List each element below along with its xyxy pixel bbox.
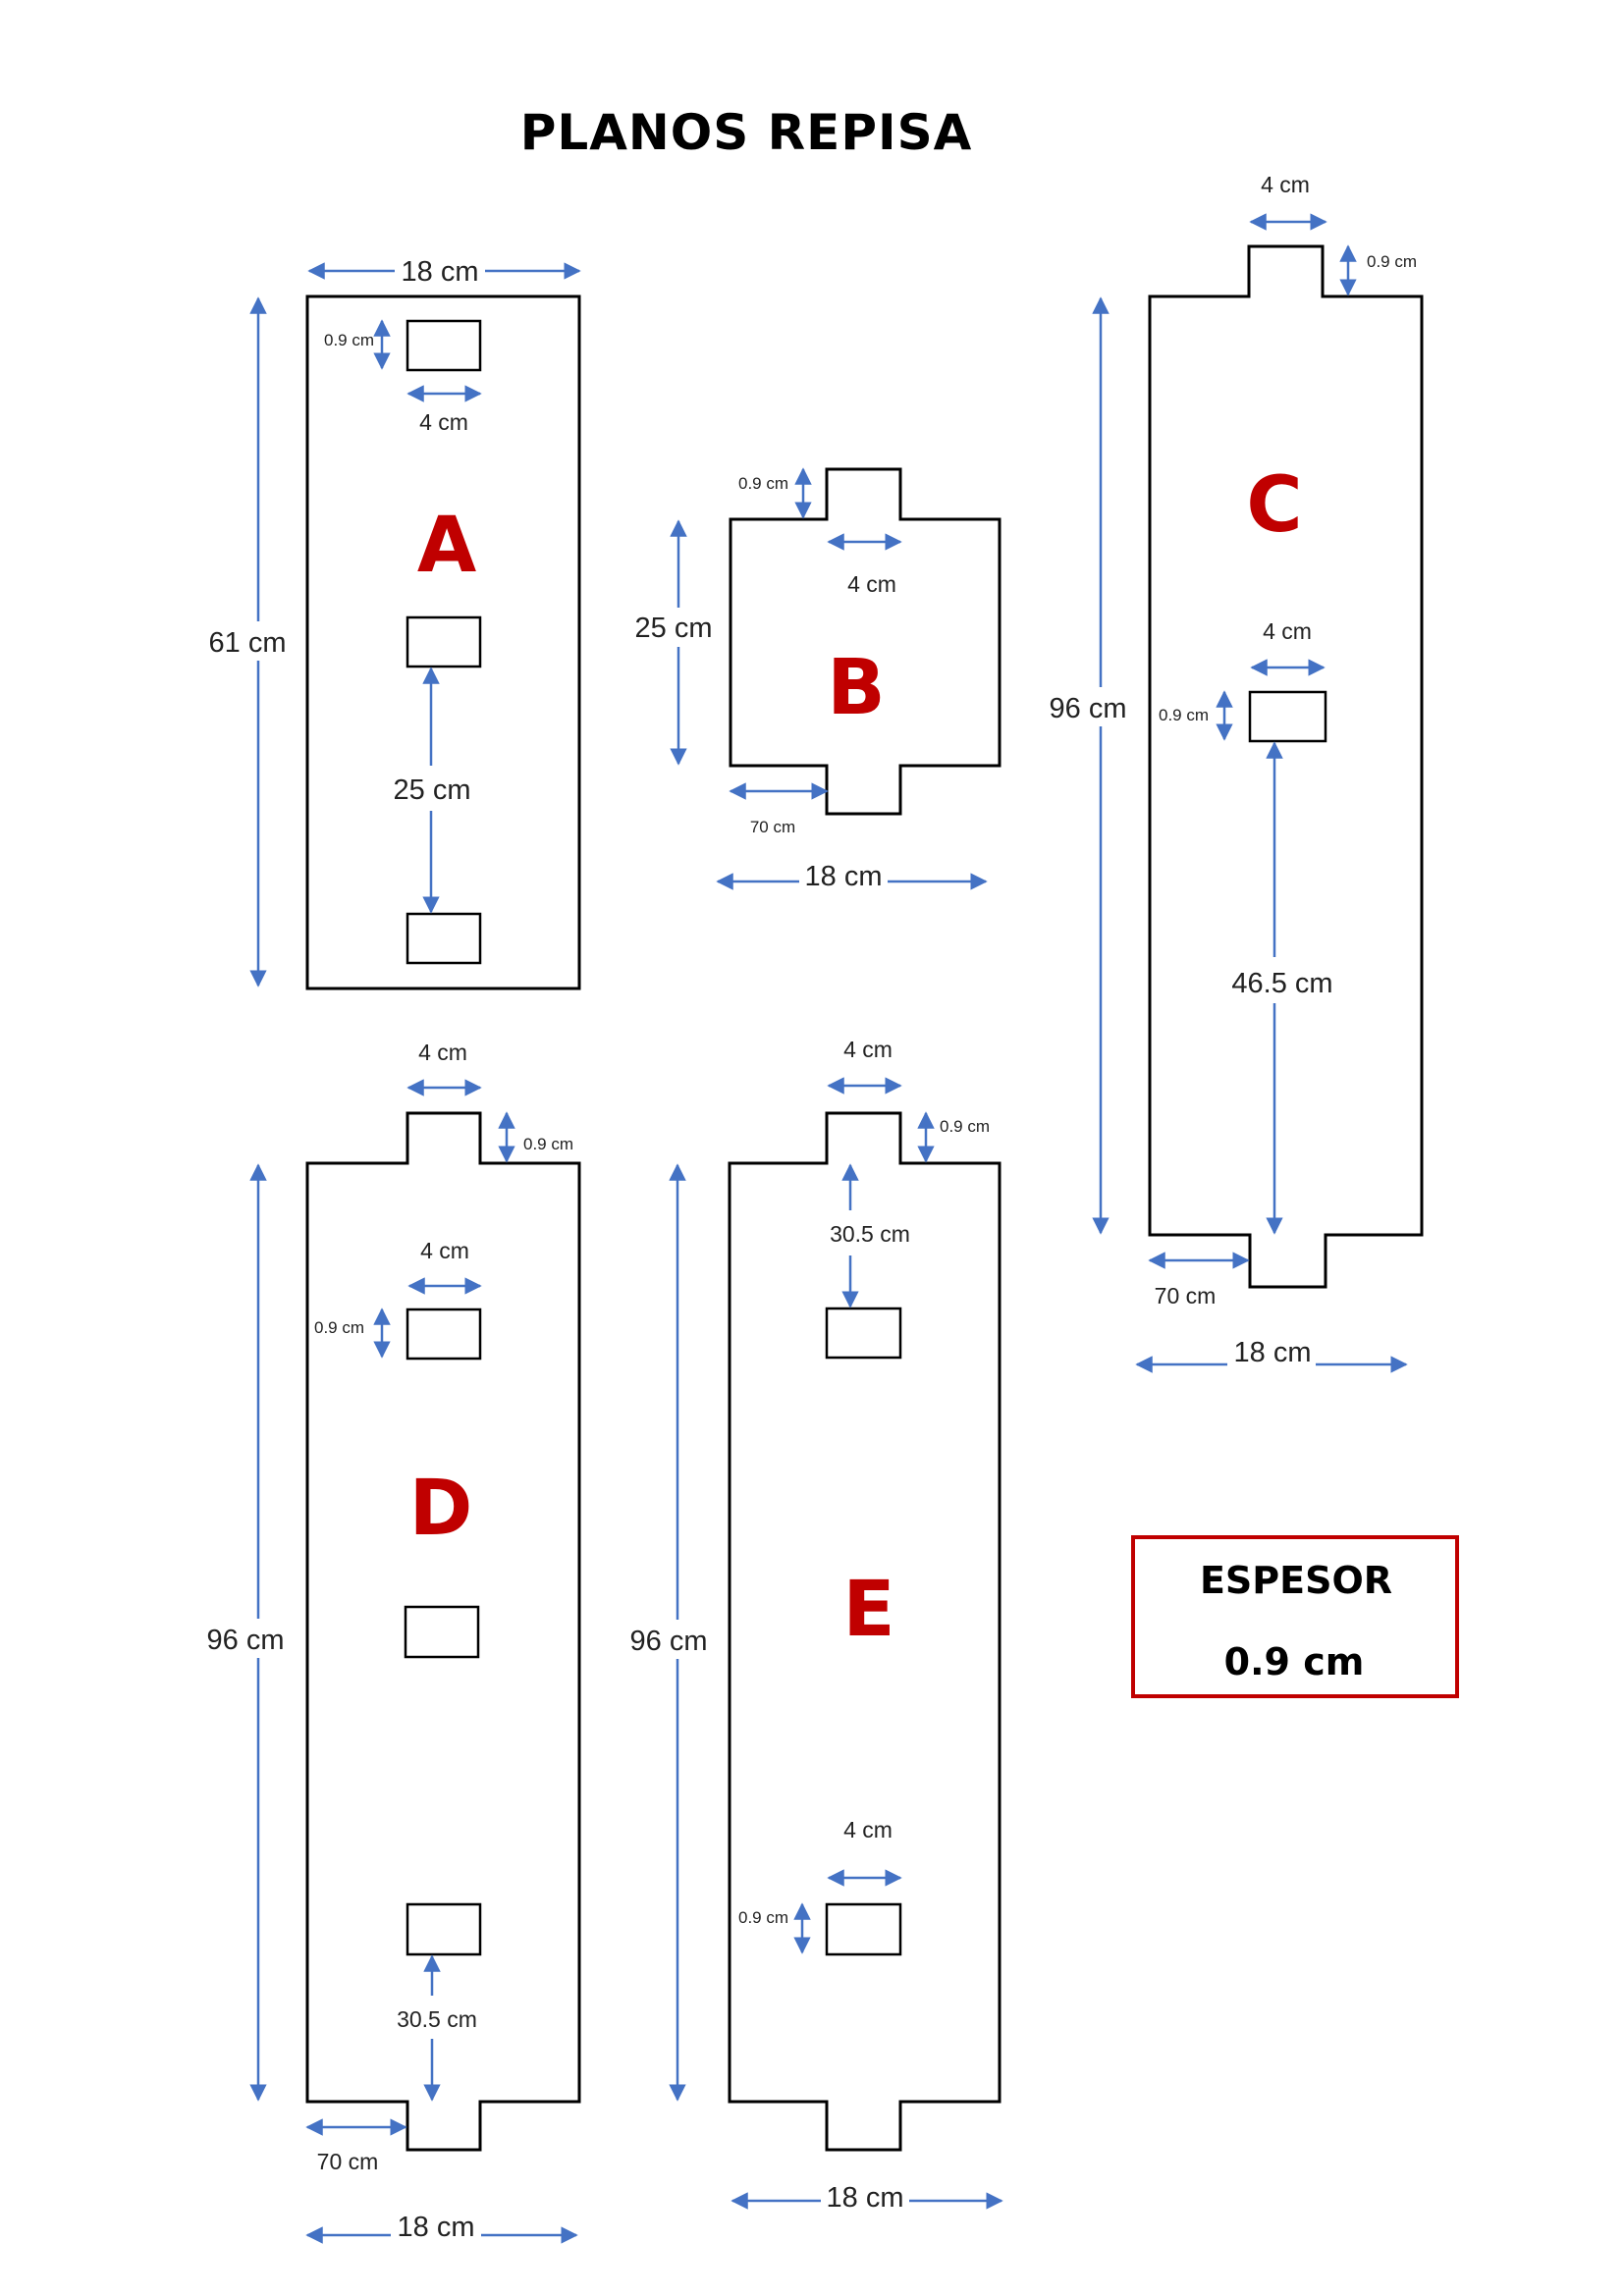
piece-d-outline xyxy=(305,1111,581,2152)
thickness-value: 0.9 cm xyxy=(1224,1640,1365,1683)
piece-a: 18 cm 61 cm 0.9 cm 4 cm 25 cm A xyxy=(200,253,581,990)
piece-c-offset-label: 70 cm xyxy=(1155,1283,1217,1308)
piece-a-slot-bottom xyxy=(406,912,482,965)
piece-b-tab-width-label: 4 cm xyxy=(847,571,896,597)
piece-d-slot-width-label: 4 cm xyxy=(420,1238,469,1263)
piece-d-spacing-label: 30.5 cm xyxy=(397,2006,477,2032)
piece-c: 4 cm 0.9 cm 96 cm C 4 cm 0.9 cm 46.5 cm … xyxy=(1037,172,1424,1373)
piece-b-tab-height-label: 0.9 cm xyxy=(738,474,788,493)
piece-b-outline xyxy=(729,467,1001,816)
piece-e-outline xyxy=(728,1111,1001,2152)
thickness-box: ESPESOR 0.9 cm xyxy=(1131,1535,1459,1698)
piece-c-outline xyxy=(1148,244,1424,1289)
piece-a-slot-height-label: 0.9 cm xyxy=(324,331,374,349)
piece-e-slot-width-label: 4 cm xyxy=(843,1817,893,1842)
piece-a-height-label: 61 cm xyxy=(209,627,287,659)
piece-d-slot-middle xyxy=(404,1605,480,1659)
piece-a-letter: A xyxy=(417,502,476,590)
piece-d-tab-height-label: 0.9 cm xyxy=(523,1135,573,1153)
piece-e-slot-bottom xyxy=(825,1902,902,1956)
piece-e: 4 cm 0.9 cm 30.5 cm 96 cm E 4 cm 0.9 cm … xyxy=(616,1037,1003,2214)
piece-b: 0.9 cm 4 cm 25 cm B 70 cm 18 cm xyxy=(628,467,1001,897)
piece-e-spacing-label: 30.5 cm xyxy=(830,1221,910,1247)
piece-d: 4 cm 0.9 cm 4 cm 0.9 cm 96 cm D 30.5 cm … xyxy=(192,1040,581,2244)
piece-c-slot xyxy=(1248,690,1327,743)
piece-b-letter: B xyxy=(827,644,885,732)
piece-c-tab-width-label: 4 cm xyxy=(1261,172,1310,197)
piece-e-height-label: 96 cm xyxy=(630,1626,708,1657)
piece-c-tab-height-label: 0.9 cm xyxy=(1367,252,1417,271)
piece-c-slot-height-label: 0.9 cm xyxy=(1159,706,1209,724)
piece-d-width-label: 18 cm xyxy=(398,2212,475,2243)
piece-e-slot-top xyxy=(825,1307,902,1360)
piece-c-letter: C xyxy=(1246,461,1302,550)
piece-d-offset-label: 70 cm xyxy=(317,2149,379,2174)
piece-d-height-label: 96 cm xyxy=(207,1625,285,1656)
piece-e-letter: E xyxy=(842,1566,894,1654)
piece-a-slot-middle xyxy=(406,615,482,668)
piece-a-slot-top xyxy=(406,319,482,372)
piece-c-spacing-label: 46.5 cm xyxy=(1231,968,1332,999)
thickness-box-border xyxy=(1131,1535,1459,1698)
piece-e-slot-height-label: 0.9 cm xyxy=(738,1908,788,1927)
piece-a-width-label: 18 cm xyxy=(402,256,479,288)
piece-e-tab-height-label: 0.9 cm xyxy=(940,1117,990,1136)
piece-d-letter: D xyxy=(409,1465,473,1553)
piece-a-spacing-label: 25 cm xyxy=(394,774,471,806)
piece-d-slot-top xyxy=(406,1308,482,1361)
piece-b-width-label: 18 cm xyxy=(805,861,883,892)
piece-c-height-label: 96 cm xyxy=(1050,693,1127,724)
piece-e-width-label: 18 cm xyxy=(827,2182,904,2214)
thickness-label: ESPESOR xyxy=(1200,1559,1392,1602)
piece-a-slot-width-label: 4 cm xyxy=(419,409,468,435)
piece-a-outline xyxy=(305,294,581,990)
piece-c-slot-width-label: 4 cm xyxy=(1263,618,1312,644)
piece-d-slot-bottom xyxy=(406,1902,482,1956)
piece-b-offset-label: 70 cm xyxy=(750,818,795,836)
piece-d-slot-height-label: 0.9 cm xyxy=(314,1318,364,1337)
piece-d-tab-width-label: 4 cm xyxy=(418,1040,467,1065)
piece-e-tab-width-label: 4 cm xyxy=(843,1037,893,1062)
piece-c-width-label: 18 cm xyxy=(1234,1337,1312,1368)
piece-b-height-label: 25 cm xyxy=(635,613,713,644)
page-title: PLANOS REPISA xyxy=(520,104,973,161)
